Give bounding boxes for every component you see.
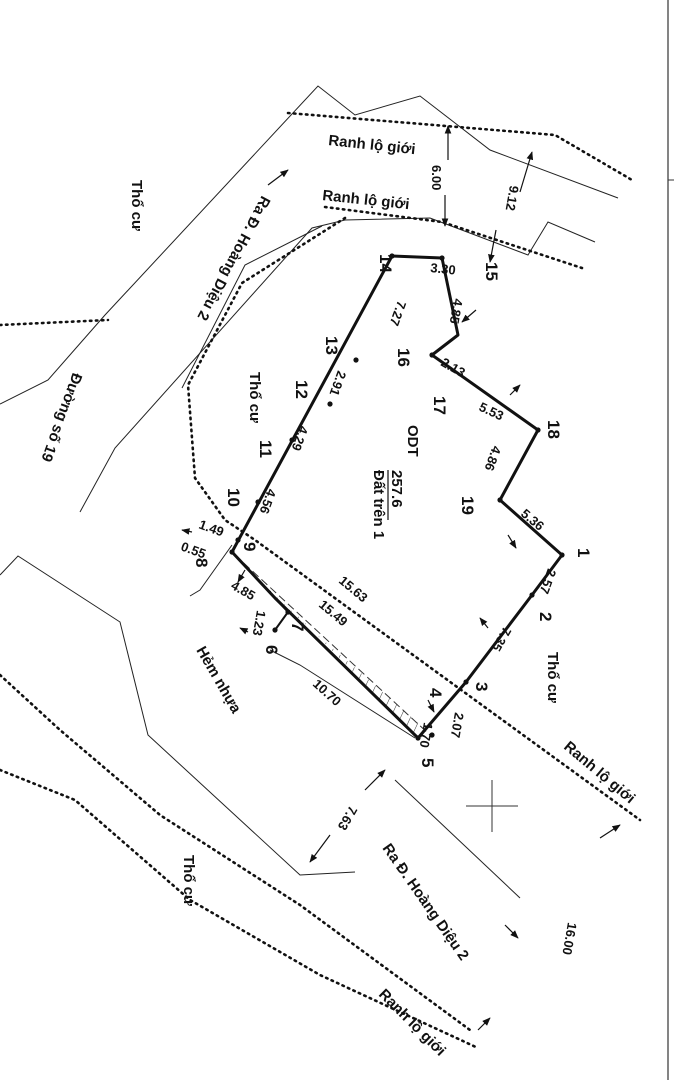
edge-length: 10.70 bbox=[310, 676, 344, 709]
point-number: 15 bbox=[482, 262, 501, 281]
land-area: 257.6 bbox=[388, 470, 405, 508]
label-ra-hoang-dieu-top: Ra Đ. Hoàng Diệu 2 bbox=[194, 193, 274, 323]
lot-inner-line bbox=[231, 551, 289, 613]
point-number: 13 bbox=[322, 336, 341, 355]
edge-length: 7.27 bbox=[387, 299, 410, 328]
point-number: 6 bbox=[262, 645, 281, 654]
label-ranh-lo-gioi-right: Ranh lộ giới bbox=[560, 738, 638, 807]
edge-length: 7.35 bbox=[489, 625, 515, 654]
point-number: 10 bbox=[224, 488, 243, 507]
edge-length: 1.70 bbox=[417, 721, 436, 749]
label-hem-nhua: Hẻm nhựa bbox=[193, 644, 245, 717]
lot-label: Đất trên 1 bbox=[370, 470, 387, 539]
vertex-dots bbox=[229, 253, 565, 741]
edge-length: 4.29 bbox=[289, 424, 312, 453]
edge-length: 1.23 bbox=[250, 609, 269, 637]
point-number: 19 bbox=[458, 496, 477, 515]
point-number: 18 bbox=[544, 420, 563, 439]
point-number: 8 bbox=[192, 558, 211, 567]
street-width: 7.63 bbox=[335, 804, 361, 833]
edge-length: 1.49 bbox=[197, 517, 226, 540]
dashed-line bbox=[234, 554, 431, 736]
label-tho-cu-right: Thổ cư bbox=[544, 652, 561, 703]
point-number: 14 bbox=[376, 254, 395, 273]
edge-length: 4.85 bbox=[229, 578, 258, 604]
edge-length: 2.57 bbox=[537, 567, 560, 596]
street-width: 16.00 bbox=[559, 921, 579, 956]
label-ra-hoang-dieu-bottom: Ra Đ. Hoàng Diệu 2 bbox=[379, 841, 472, 964]
edge-length: 4.56 bbox=[257, 487, 280, 516]
row-dotted-lines bbox=[0, 111, 642, 1050]
label-ranh-lo-gioi-mid: Ranh lộ giới bbox=[322, 187, 411, 213]
street-width: 6.00 bbox=[429, 165, 444, 190]
point-number: 17 bbox=[430, 396, 449, 415]
label-duong-so-19: Đường số 19 bbox=[37, 371, 85, 464]
edge-length: 4.86 bbox=[482, 444, 505, 473]
label-ranh-lo-gioi-bottom: Ranh lộ giới bbox=[375, 986, 449, 1060]
point-number: 2 bbox=[536, 612, 555, 621]
edge-length: 5.36 bbox=[518, 506, 547, 534]
point-number: 4 bbox=[426, 688, 445, 698]
land-use-code: ODT bbox=[404, 425, 421, 457]
crosshair-icon bbox=[466, 780, 518, 832]
edge-length: 15.49 bbox=[316, 597, 351, 629]
label-tho-cu-top-left: Thổ cư bbox=[128, 180, 145, 231]
point-number: 5 bbox=[418, 758, 437, 767]
hatched-area bbox=[232, 552, 432, 738]
point-number: 3 bbox=[472, 682, 491, 691]
point-number: 9 bbox=[240, 542, 259, 551]
point-number: 16 bbox=[394, 348, 413, 367]
label-ranh-lo-gioi-top: Ranh lộ giới bbox=[328, 132, 417, 158]
point-number: 1 bbox=[574, 548, 593, 557]
point-number: 11 bbox=[256, 440, 275, 458]
point-number: 12 bbox=[292, 380, 311, 399]
edge-length: 4.85 bbox=[447, 297, 466, 325]
point-number: 7 bbox=[288, 622, 307, 631]
dimension-arrows bbox=[181, 125, 621, 1031]
neighbor-boundaries bbox=[0, 85, 619, 899]
street-width: 9.12 bbox=[503, 184, 522, 212]
edge-length: 15.63 bbox=[336, 573, 371, 605]
lot-inner-line bbox=[274, 611, 289, 631]
label-tho-cu-inner: Thổ cư bbox=[246, 372, 263, 423]
label-tho-cu-bottom: Thổ cư bbox=[180, 855, 197, 906]
edge-length: 3.30 bbox=[430, 260, 457, 278]
edge-length: 2.07 bbox=[448, 711, 467, 739]
